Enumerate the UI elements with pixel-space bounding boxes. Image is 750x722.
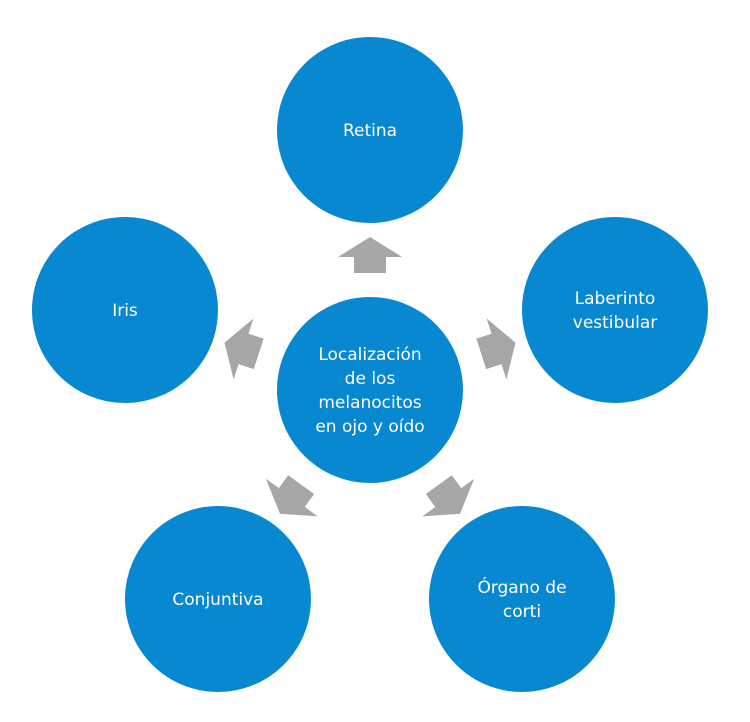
node-iris-label: Iris [112, 301, 138, 321]
node-organo-de-corti-label: corti [503, 602, 541, 622]
node-conjuntiva-circle [125, 506, 311, 692]
nodes: Localización de los melanocitos en ojo y oí… [32, 37, 708, 692]
arrow-to-iris-icon [224, 318, 264, 380]
node-iris-circle [32, 217, 218, 403]
node-laberinto-vestibular: Laberinto vestibular [522, 217, 708, 403]
arrow-to-conjuntiva-icon [265, 475, 318, 517]
center-node-label: de los [345, 369, 396, 389]
node-organo-de-corti: Órgano de corti [429, 506, 615, 692]
node-laberinto-vestibular-label: vestibular [573, 313, 657, 333]
center-node: Localización de los melanocitos en ojo y oí… [277, 297, 463, 483]
arrow-to-retina-icon [338, 237, 402, 273]
arrow-to-laberinto-vestibular-icon [476, 318, 516, 380]
center-node-circle [277, 297, 463, 483]
node-laberinto-vestibular-circle [522, 217, 708, 403]
node-iris: Iris [32, 217, 218, 403]
node-retina-label: Retina [343, 121, 397, 141]
center-node-label: en ojo y oído [315, 417, 424, 437]
node-organo-de-corti-circle [429, 506, 615, 692]
center-node-label: melanocitos [318, 393, 421, 413]
node-organo-de-corti-label: Órgano de [477, 576, 566, 598]
arrows [224, 237, 516, 517]
arrow-to-organo-de-corti-icon [422, 475, 475, 517]
center-node-label: Localización [318, 345, 421, 365]
node-laberinto-vestibular-label: Laberinto [575, 289, 656, 309]
node-conjuntiva-label: Conjuntiva [172, 590, 263, 610]
node-retina: Retina [277, 37, 463, 223]
node-retina-circle [277, 37, 463, 223]
node-conjuntiva: Conjuntiva [125, 506, 311, 692]
